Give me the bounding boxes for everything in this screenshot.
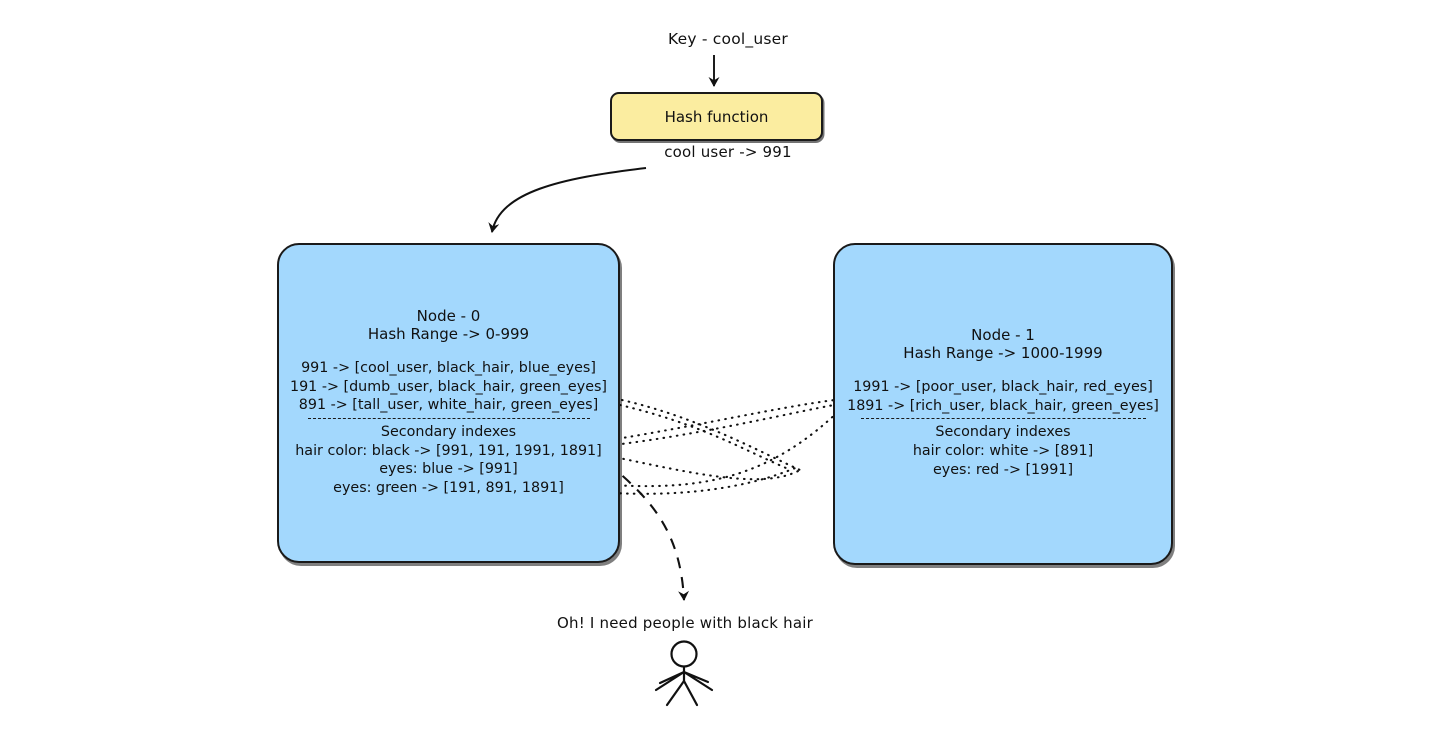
- node-1-index: eyes: red -> [1991]: [932, 461, 1074, 478]
- node-0-index: eyes: green -> [191, 891, 1891]: [333, 479, 564, 496]
- node-0-row: 891 -> [tall_user, white_hair, green_eye…: [298, 397, 599, 414]
- node-0-index: eyes: blue -> [991]: [379, 461, 518, 478]
- hash-output-label: cool user -> 991: [0, 143, 1456, 161]
- hash-function-box[interactable]: Hash function: [610, 92, 823, 141]
- node-0-row: 991 -> [cool_user, black_hair, blue_eyes…: [301, 360, 596, 376]
- node-1-secondary-title: Secondary indexes: [935, 424, 1071, 441]
- node-0-secondary-title: Secondary indexes: [380, 423, 517, 440]
- node-0-index: hair color: black -> [991, 191, 1991, 18…: [295, 442, 602, 459]
- key-label: Key - cool_user: [0, 30, 1456, 48]
- node-1-box[interactable]: Node - 1 Hash Range -> 1000-1999 1991 ->…: [833, 243, 1173, 565]
- node-1-divider: [860, 418, 1146, 420]
- node-1-row: 1991 -> [poor_user, black_hair, red_eyes…: [853, 379, 1153, 395]
- hash-function-label: Hash function: [664, 107, 769, 126]
- node-0-indexes: hair color: black -> [991, 191, 1991, 18…: [279, 442, 618, 498]
- node-0-content: Node - 0 Hash Range -> 0-999 991 -> [coo…: [279, 307, 618, 498]
- node-1-title: Node - 1: [971, 326, 1035, 344]
- node-1-indexes: hair color: white -> [891] eyes: red -> …: [835, 442, 1171, 479]
- arrow-hash-to-node0: [488, 167, 647, 233]
- node-0-divider: [307, 417, 590, 419]
- node-0-rows: 991 -> [cool_user, black_hair, blue_eyes…: [279, 359, 618, 415]
- node-1-hash-range: Hash Range -> 1000-1999: [903, 344, 1103, 362]
- node-0-title: Node - 0: [416, 307, 481, 325]
- stick-figure-person: [654, 640, 714, 707]
- node-1-index: hair color: white -> [891]: [912, 443, 1094, 460]
- node-0-hash-range: Hash Range -> 0-999: [367, 325, 530, 343]
- node-1-rows: 1991 -> [poor_user, black_hair, red_eyes…: [835, 378, 1171, 415]
- speech-text: Oh! I need people with black hair: [557, 614, 813, 632]
- node-1-row: 1891 -> [rich_user, black_hair, green_ey…: [847, 397, 1159, 414]
- node-0-box[interactable]: Node - 0 Hash Range -> 0-999 991 -> [coo…: [277, 243, 620, 563]
- node-1-content: Node - 1 Hash Range -> 1000-1999 1991 ->…: [835, 326, 1171, 479]
- key-label-text: Key - cool_user: [668, 30, 788, 48]
- speech-label: Oh! I need people with black hair: [0, 614, 1456, 632]
- hash-output-text: cool user -> 991: [664, 143, 792, 161]
- node-0-row: 191 -> [dumb_user, black_hair, green_eye…: [289, 378, 608, 395]
